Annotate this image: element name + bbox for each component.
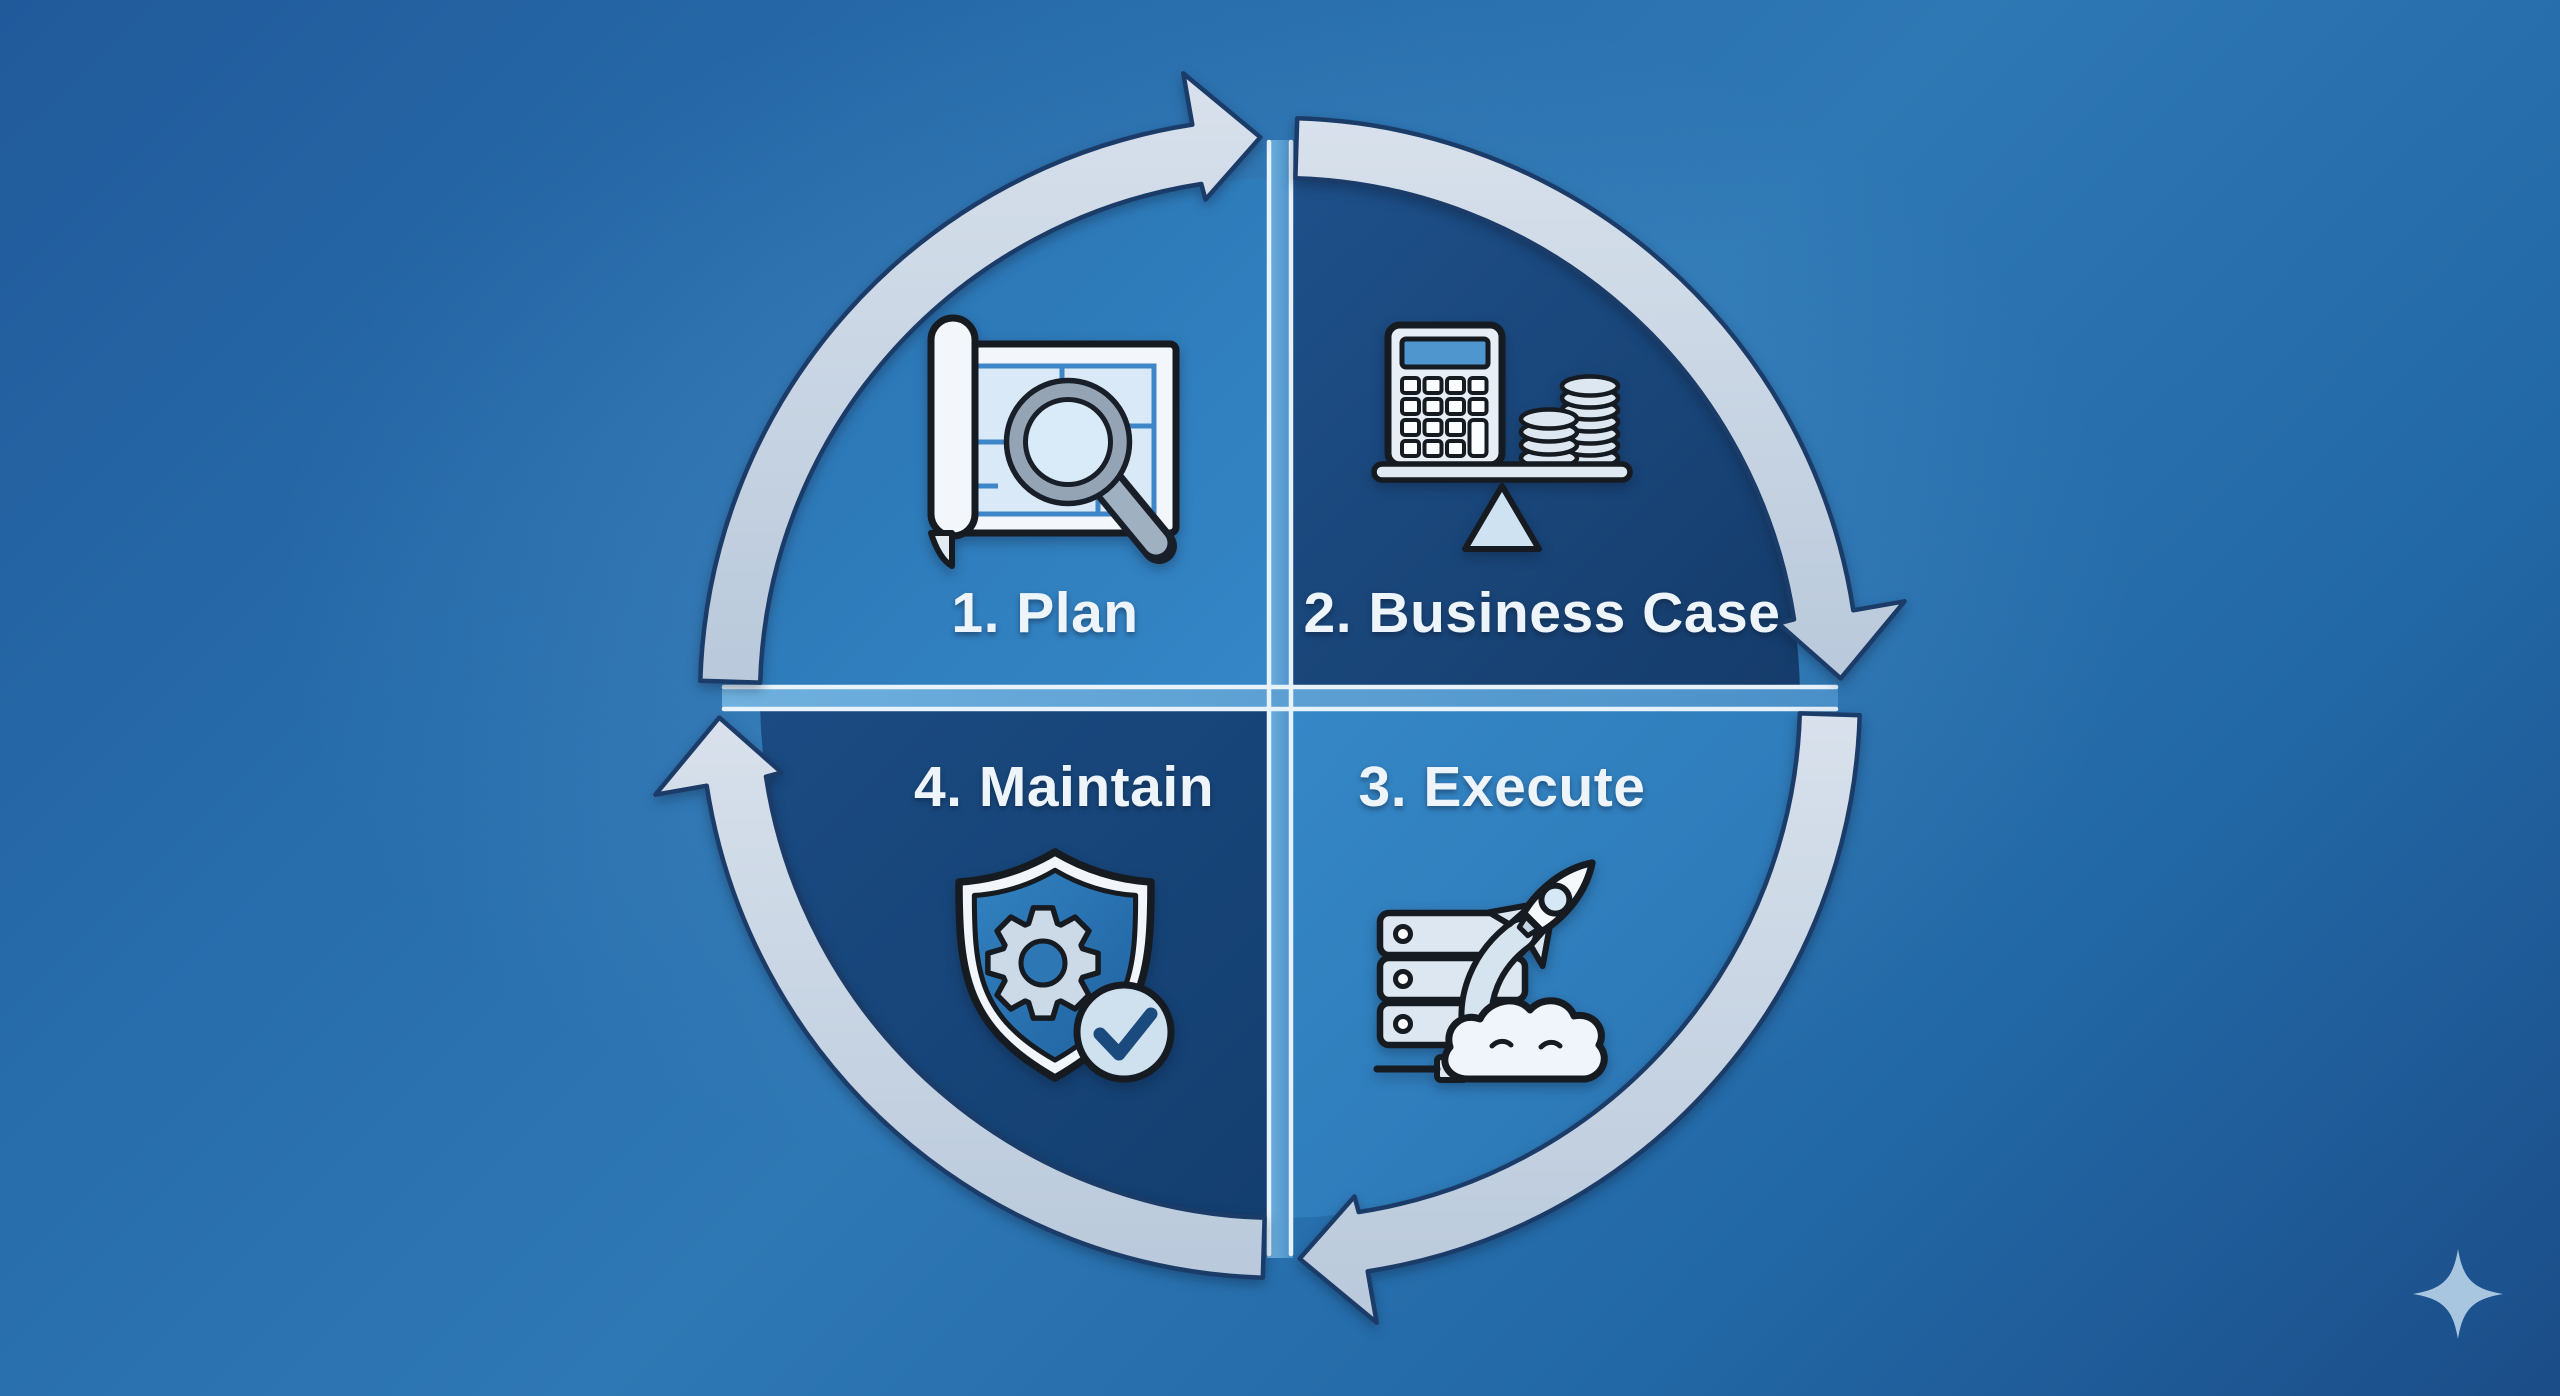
balance-scale [1371,461,1633,552]
check-icon [1093,1007,1158,1061]
quadrant-execute [1293,711,1800,1218]
magnifier [1003,377,1177,564]
phase-label-business-case: 2. Business Case [1304,581,1781,645]
cycle-arrow-ring [653,71,1907,1325]
cycle-arrow-business-to-execute [1293,116,1907,681]
launch-cloud [1441,997,1608,1083]
quadrant-dividers [722,140,1838,1258]
phase-label-execute: 3. Execute [1359,755,1646,819]
rocket [1485,859,1596,970]
quadrant-edge-highlights [721,139,1839,1257]
sparkle-icon [2413,1249,2503,1339]
server-rocket-launch-icon [1373,859,1608,1083]
cycle-arrow-maintain-to-plan [653,715,1267,1280]
cycle-arrow-execute-to-maintain [1297,711,1862,1325]
cycle-arrow-plan-to-business [698,71,1263,685]
check-badge [1073,981,1175,1083]
divider-horizontal [722,685,1838,711]
shield-gear-check-icon [955,848,1175,1083]
phase-label-maintain: 4. Maintain [914,755,1214,819]
calculator [1384,321,1506,469]
calculator-coins-balance-icon [1371,321,1633,552]
blueprint-roll [927,314,979,540]
blueprint-magnifier-icon [927,314,1180,569]
phase-label-plan: 1. Plan [951,581,1138,645]
